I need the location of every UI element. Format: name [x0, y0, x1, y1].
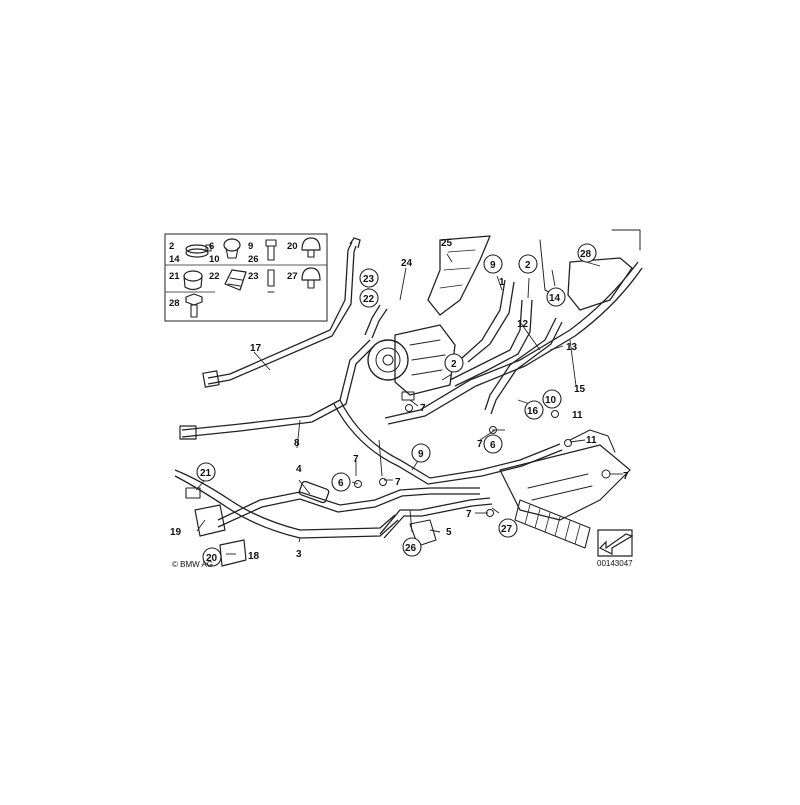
callout-5: 5 [446, 527, 452, 538]
callout-14-badge [546, 287, 566, 307]
callout-18: 18 [248, 551, 260, 562]
direction-arrow-icon [597, 529, 634, 557]
copyright-text: © BMW AG [172, 560, 213, 569]
washer-icon [551, 410, 559, 418]
kit-label-20: 20 [287, 241, 298, 252]
bolt-icon [265, 239, 277, 261]
callout-10-badge [542, 389, 562, 409]
kit-label-21: 21 [169, 271, 180, 282]
washer-icon [486, 509, 494, 517]
callout-9-low-badge [411, 443, 431, 463]
stud-icon [267, 269, 275, 293]
kit-label-27: 27 [287, 271, 298, 282]
callout-21-badge [196, 462, 216, 482]
kit-label-14: 14 [169, 254, 180, 265]
cap-icon [301, 237, 321, 258]
callout-2-mid-badge [444, 353, 464, 373]
kit-label-10: 10 [209, 254, 220, 265]
callout-28-badge [577, 243, 597, 263]
sealing-ring-icon [223, 238, 241, 259]
callout-7-f: 7 [466, 509, 472, 520]
hose-lines [174, 237, 643, 567]
callout-4: 4 [296, 464, 302, 475]
callout-23-badge [359, 268, 379, 288]
kit-label-2: 2 [169, 241, 174, 252]
callout-12: 12 [517, 319, 529, 330]
callout-11-a: 11 [572, 410, 583, 421]
callout-16-badge [524, 400, 544, 420]
callout-24: 24 [401, 258, 413, 269]
callout-2-top-badge [518, 254, 538, 274]
callout-28: 28 [580, 249, 592, 260]
kit-label-23: 23 [248, 271, 259, 282]
callout-15: 15 [574, 384, 586, 395]
callout-6-right: 6 [490, 440, 496, 451]
callout-20: 20 [206, 553, 218, 564]
kit-label-28: 28 [169, 298, 180, 309]
callout-10: 10 [545, 395, 557, 406]
drawing-number: 00143047 [597, 559, 633, 568]
callout-25: 25 [441, 238, 453, 249]
callout-9-top: 9 [490, 260, 496, 271]
washer-icon [354, 480, 362, 488]
callout-13: 13 [566, 342, 578, 353]
kit-label-9: 9 [248, 241, 253, 252]
callout-20-badge [202, 547, 222, 567]
callout-16: 16 [527, 406, 539, 417]
callout-3: 3 [296, 549, 302, 560]
callout-6-left-badge [331, 472, 351, 492]
callout-14: 14 [549, 293, 561, 304]
callout-2-top: 2 [525, 260, 531, 271]
callout-1: 1 [499, 277, 505, 288]
callouts: 17 8 4 3 19 18 21 20 23 22 24 25 9 1 2 1… [170, 238, 629, 567]
callout-11-b: 11 [586, 435, 597, 446]
hex-bolt-icon [185, 293, 203, 318]
callout-17: 17 [250, 343, 262, 354]
callout-7-d: 7 [353, 454, 359, 465]
heat-shield [427, 235, 491, 316]
callout-19: 19 [170, 527, 182, 538]
callout-22: 22 [363, 294, 375, 305]
washer-icon [379, 478, 387, 486]
callout-6-right-badge [483, 434, 503, 454]
power-steering-pump [364, 304, 456, 401]
callout-7-b: 7 [477, 439, 483, 450]
callout-7-e: 7 [395, 477, 401, 488]
parts-kit-grid: 2 14 6 10 9 26 20 21 22 [164, 233, 328, 322]
washer-icon [564, 439, 572, 447]
damper-cap-icon [301, 267, 321, 289]
steering-gear [499, 429, 631, 549]
washer-icon [489, 426, 497, 434]
callout-7-c: 7 [623, 471, 629, 482]
leader-lines [195, 253, 623, 555]
callout-21: 21 [200, 468, 212, 479]
callout-8: 8 [294, 438, 300, 449]
callout-9-low: 9 [418, 449, 424, 460]
bracket-clip-icon [224, 269, 247, 291]
callout-27: 27 [501, 524, 513, 535]
callout-9-top-badge [483, 254, 503, 274]
kit-label-22: 22 [209, 271, 220, 282]
callout-6-left: 6 [338, 478, 344, 489]
kit-label-26: 26 [248, 254, 259, 265]
kit-label-6: 6 [209, 241, 214, 252]
callout-26-badge [402, 537, 422, 557]
callout-23: 23 [363, 274, 375, 285]
callout-2-mid: 2 [451, 359, 457, 370]
callout-7-a: 7 [420, 403, 426, 414]
hose-clamp-icon [185, 244, 212, 258]
callout-26: 26 [405, 543, 417, 554]
grommet-icon [183, 270, 203, 291]
callout-22-badge [359, 288, 379, 308]
callout-27-badge [498, 518, 518, 538]
washer-icon [405, 404, 413, 412]
kit-border [164, 233, 328, 322]
